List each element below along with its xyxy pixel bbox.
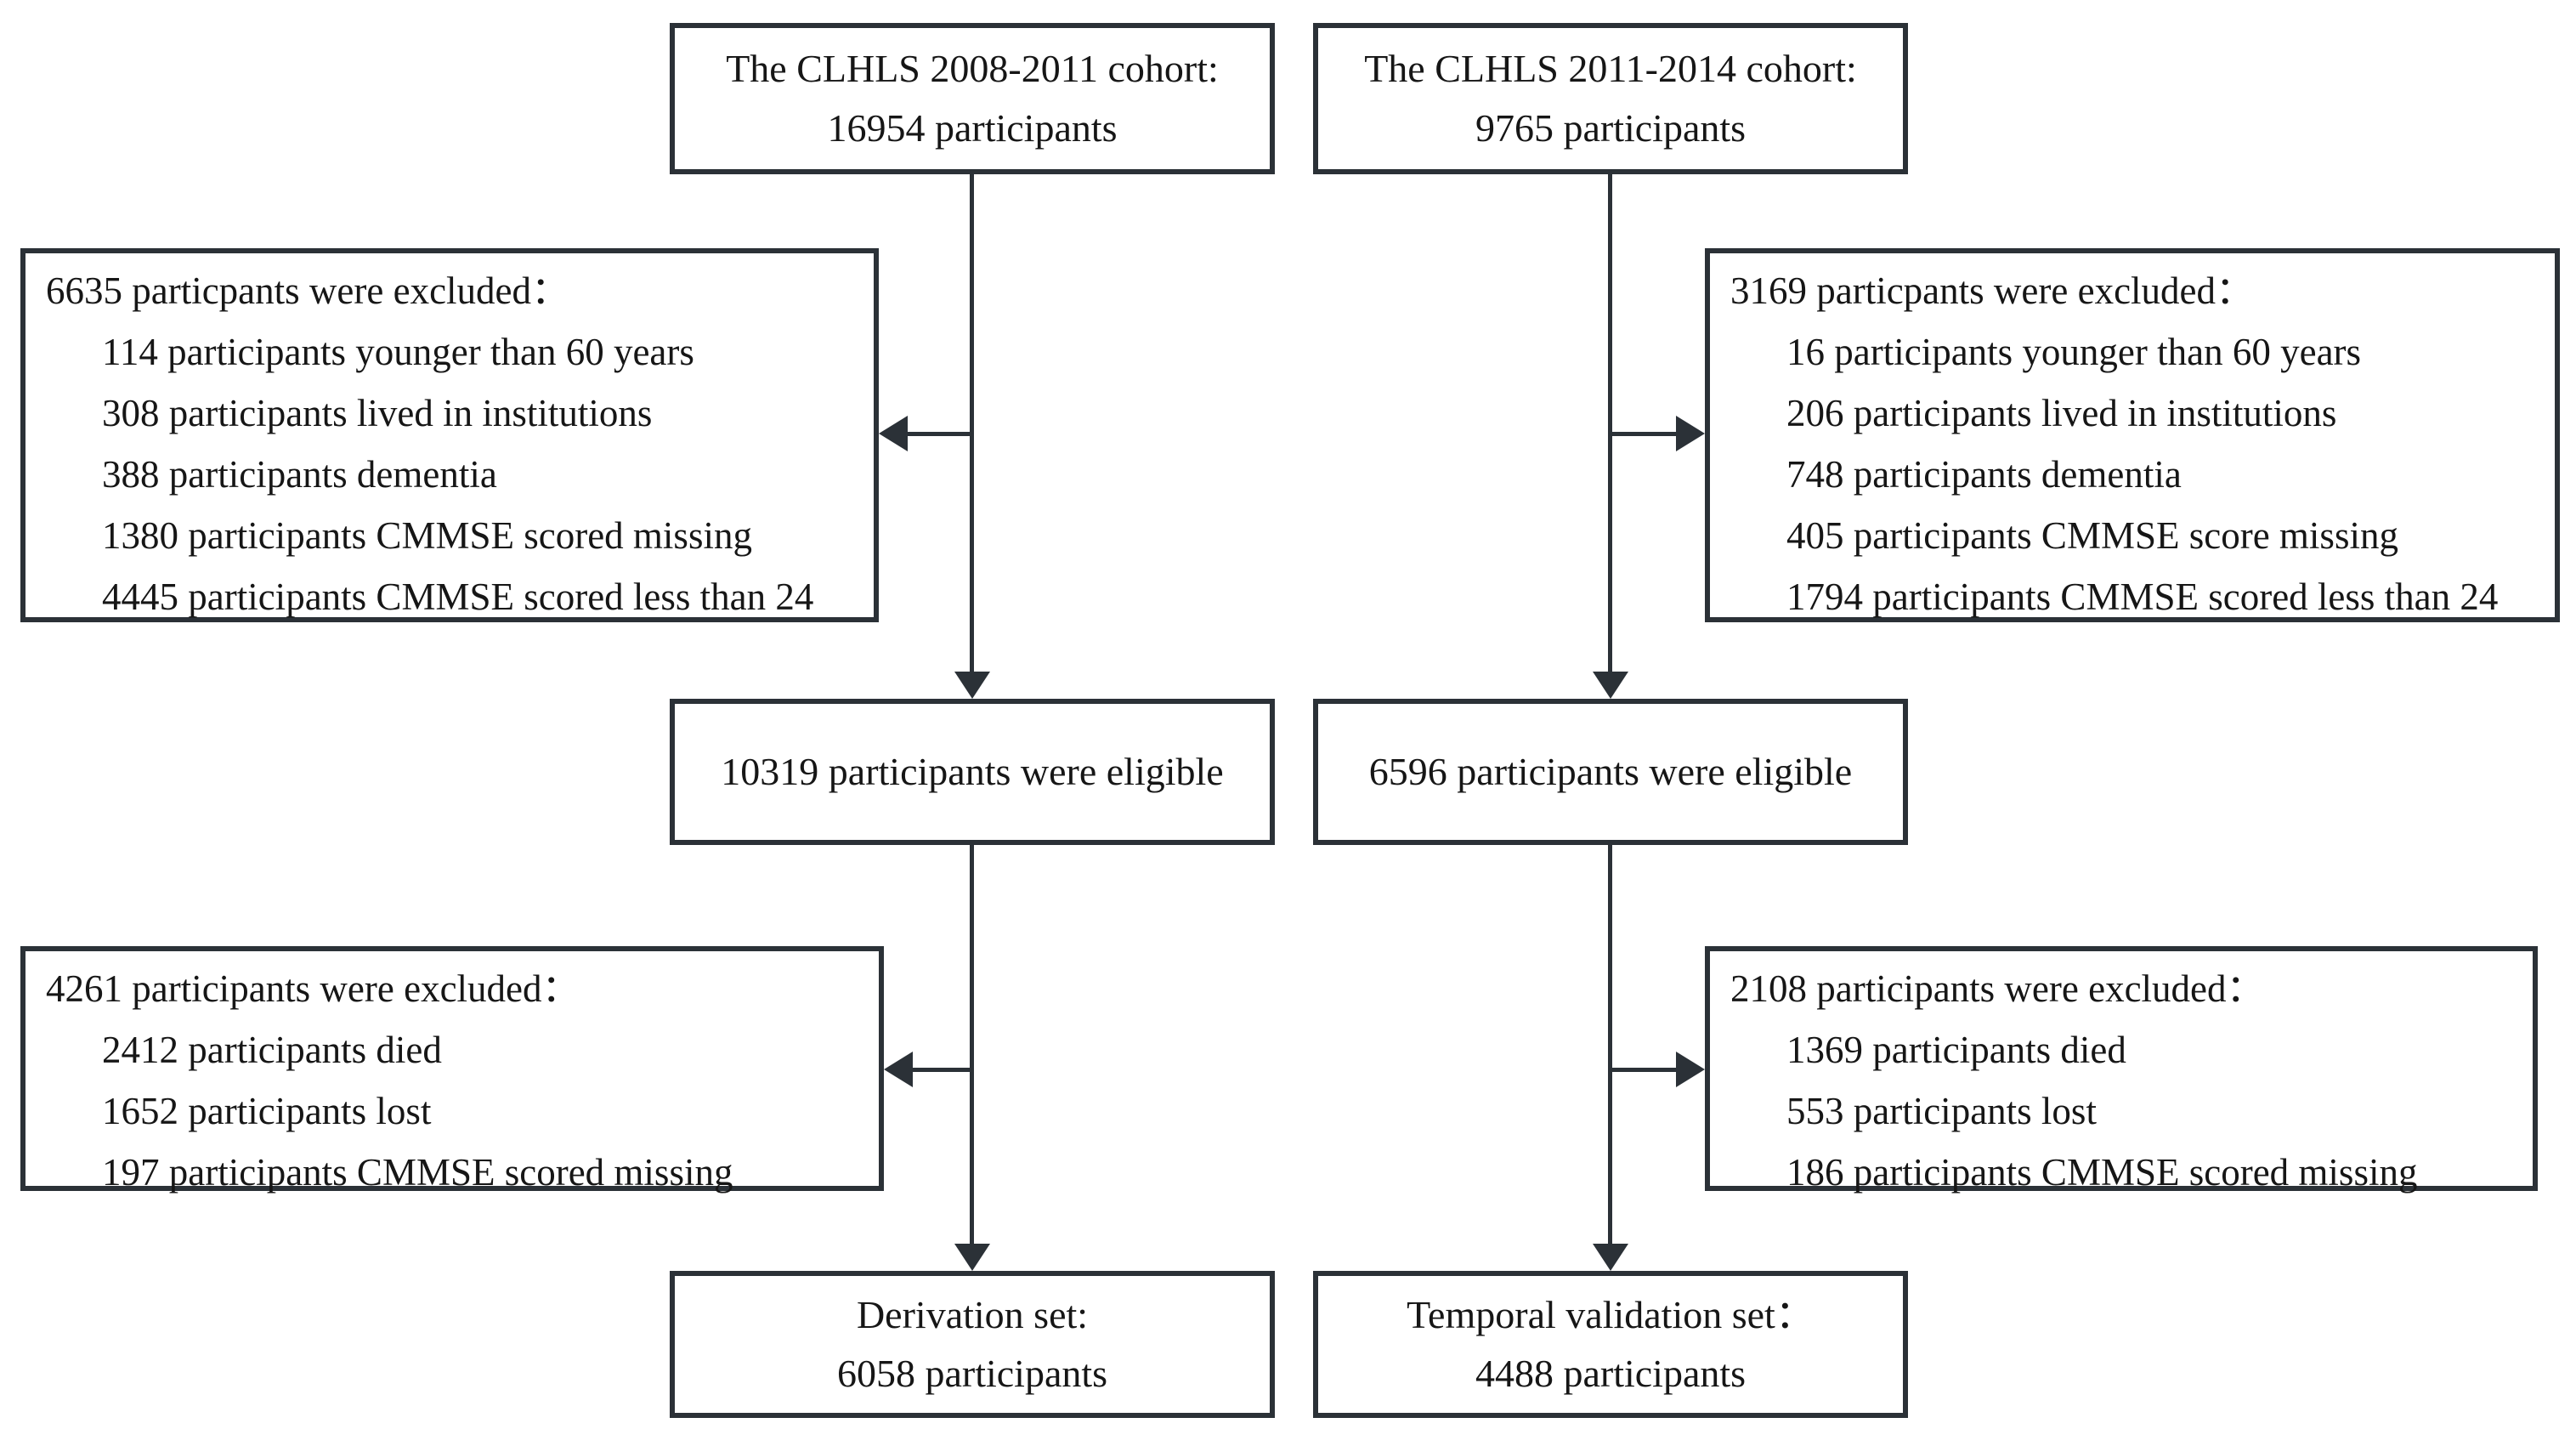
branch-line-left-2 <box>908 1068 972 1072</box>
exclusion-item: 4445 participants CMMSE scored less than… <box>102 576 814 618</box>
exclusion-item: 1369 participants died <box>1786 1029 2126 1071</box>
exclusion-item: 1794 participants CMMSE scored less than… <box>1786 576 2499 618</box>
derivation-set-box: Derivation set: 6058 participants <box>670 1271 1275 1418</box>
exclusion-box-1-right: 3169 particpants were excluded： 16 parti… <box>1705 248 2560 622</box>
branch-line-right-1 <box>1612 432 1679 436</box>
exclusion-box-2-left: 4261 participants were excluded： 2412 pa… <box>20 946 884 1194</box>
exclusion-item: 206 participants lived in institutions <box>1786 392 2337 434</box>
flow-line-left-2 <box>970 845 974 1248</box>
branch-line-right-2 <box>1612 1068 1679 1072</box>
cohort-box-2008-2011-title: The CLHLS 2008-2011 cohort: <box>726 46 1219 90</box>
arrow-down-left-2 <box>954 1244 990 1271</box>
exclusion-item: 2412 participants died <box>102 1029 442 1071</box>
exclusion-item: 308 participants lived in institutions <box>102 392 653 434</box>
exclusion-box-1-right-title: 3169 particpants were excluded： <box>1730 269 2255 312</box>
exclusion-item: 388 participants dementia <box>102 453 497 496</box>
eligible-box-left-label: 10319 participants were eligible <box>721 750 1224 793</box>
cohort-box-2011-2014: The CLHLS 2011-2014 cohort: 9765 partici… <box>1313 23 1908 174</box>
eligible-box-right: 6596 participants were eligible <box>1313 699 1908 845</box>
derivation-set-title: Derivation set: <box>856 1293 1089 1336</box>
exclusion-item: 553 participants lost <box>1786 1090 2097 1132</box>
flow-line-left-1 <box>970 174 974 676</box>
temporal-validation-set-box: Temporal validation set： 4488 participan… <box>1313 1271 1908 1418</box>
eligible-box-right-label: 6596 participants were eligible <box>1368 750 1853 793</box>
branch-line-left-1 <box>903 432 972 436</box>
arrow-down-right-2 <box>1593 1244 1628 1271</box>
arrow-left-exclusion-2 <box>884 1052 913 1087</box>
arrow-left-exclusion-1 <box>879 416 908 451</box>
exclusion-item: 1652 participants lost <box>102 1090 432 1132</box>
temporal-validation-set-title: Temporal validation set： <box>1407 1293 1815 1336</box>
exclusion-item: 1380 participants CMMSE scored missing <box>102 514 752 557</box>
exclusion-item: 748 participants dementia <box>1786 453 2182 496</box>
cohort-box-2008-2011: The CLHLS 2008-2011 cohort: 16954 partic… <box>670 23 1275 174</box>
exclusion-item: 16 participants younger than 60 years <box>1786 331 2362 373</box>
exclusion-box-1-left: 6635 particpants were excluded： 114 part… <box>20 248 879 622</box>
cohort-box-2008-2011-count: 16954 participants <box>827 106 1118 150</box>
temporal-validation-set-count: 4488 participants <box>1475 1352 1747 1395</box>
exclusion-item: 405 participants CMMSE score missing <box>1786 514 2398 557</box>
arrow-down-left-1 <box>954 672 990 699</box>
exclusion-box-2-right-title: 2108 participants were excluded： <box>1730 967 2265 1010</box>
derivation-set-count: 6058 participants <box>836 1352 1108 1395</box>
exclusion-item: 186 participants CMMSE scored missing <box>1786 1151 2418 1194</box>
arrow-down-right-1 <box>1593 672 1628 699</box>
exclusion-box-2-left-title: 4261 participants were excluded： <box>46 967 580 1010</box>
cohort-box-2011-2014-title: The CLHLS 2011-2014 cohort: <box>1364 46 1857 90</box>
flow-line-right-2 <box>1608 845 1612 1248</box>
arrow-right-exclusion-1 <box>1676 416 1705 451</box>
arrow-right-exclusion-2 <box>1676 1052 1705 1087</box>
flow-line-right-1 <box>1608 174 1612 676</box>
cohort-box-2011-2014-count: 9765 participants <box>1475 106 1747 150</box>
exclusion-item: 197 participants CMMSE scored missing <box>102 1151 733 1194</box>
exclusion-item: 114 participants younger than 60 years <box>102 331 694 373</box>
exclusion-box-1-left-title: 6635 particpants were excluded： <box>46 269 570 312</box>
exclusion-box-2-right: 2108 participants were excluded： 1369 pa… <box>1705 946 2538 1194</box>
eligible-box-left: 10319 participants were eligible <box>670 699 1275 845</box>
